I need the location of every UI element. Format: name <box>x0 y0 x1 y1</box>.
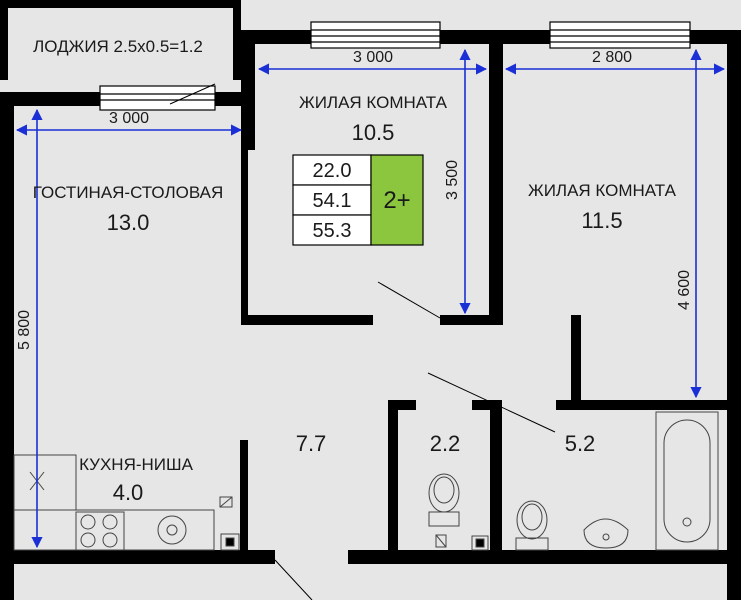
kitchen-area: 4.0 <box>113 480 144 505</box>
bedroom1-window <box>310 21 441 49</box>
summary-cell-living <box>292 154 372 186</box>
bottom-wall-right <box>348 550 741 564</box>
area-summary-box: 22.0 54.1 55.3 2+ <box>292 154 424 246</box>
wc-area: 2.2 <box>430 431 461 456</box>
bedroom2-label: ЖИЛАЯ КОМНАТА <box>528 181 677 200</box>
bedroom1-top-wall-left <box>241 30 311 44</box>
bathroom-area: 5.2 <box>565 431 596 456</box>
living-label: ГОСТИНАЯ-СТОЛОВАЯ <box>33 183 223 202</box>
fixtures <box>13 411 719 551</box>
bedroom1-left-wall-top <box>241 30 255 150</box>
bathroom-door <box>427 372 556 433</box>
stove-icon <box>75 511 125 551</box>
loggia-door <box>169 83 216 105</box>
entrance-door <box>274 559 313 600</box>
dim-label-bedroom2-depth: 4 600 <box>676 270 693 310</box>
bedroom2-window <box>549 21 691 49</box>
summary-cell-total-loggia <box>292 214 372 246</box>
bedroom1-area: 10.5 <box>352 120 395 145</box>
wc-left-wall <box>388 400 398 560</box>
bedroom1-bottom-wall-right <box>440 315 500 325</box>
outer-right-wall <box>727 30 741 600</box>
outer-left-wall <box>0 92 14 600</box>
summary-rooms-cell <box>370 154 424 246</box>
sink-icon <box>157 515 187 545</box>
dim-label-bedroom2-width: 2 800 <box>592 49 632 66</box>
loggia-label: ЛОДЖИЯ 2.5x0.5=1.2 <box>33 37 203 56</box>
living-top-wall-left <box>0 92 100 106</box>
dim-label-bedroom1-width: 3 000 <box>353 49 393 66</box>
living-area: 13.0 <box>107 210 150 235</box>
bath-toilet-icon <box>515 500 549 551</box>
wc-top-wall-left <box>388 400 416 410</box>
wc-meter-icon <box>435 534 447 548</box>
washbasin-icon <box>583 518 629 549</box>
wc-toilet-icon <box>428 473 460 527</box>
summary-living-area: 22.0 <box>313 160 352 182</box>
bedroom1-label: ЖИЛАЯ КОМНАТА <box>299 93 448 112</box>
door-swings <box>169 83 556 600</box>
kitchen-label: КУХНЯ-НИША <box>79 455 194 474</box>
bathtub-icon <box>655 411 719 551</box>
loggia-left-wall <box>0 0 8 80</box>
bedroom1-door <box>377 281 441 319</box>
windows <box>99 21 691 111</box>
summary-total-with-loggia: 55.3 <box>313 220 352 242</box>
dimension-lines <box>15 48 726 549</box>
dim-label-living-width: 3 000 <box>109 110 149 127</box>
boiler-icon <box>219 496 233 508</box>
dim-label-living-depth: 5 800 <box>16 310 33 350</box>
kitchen-right-wall <box>240 440 248 560</box>
bedroom2-area: 11.5 <box>581 208 622 233</box>
living-window <box>99 85 216 111</box>
summary-rooms-count: 2+ <box>383 187 410 214</box>
wc-riser-icon <box>471 535 489 551</box>
loggia-right-wall <box>233 0 241 80</box>
bedroom1-bottom-wall-left <box>241 315 373 325</box>
bedroom2-corridor-wall <box>571 315 581 410</box>
hall-area: 7.7 <box>296 431 327 456</box>
living-bedroom-partition <box>241 150 248 325</box>
bottom-wall-left <box>0 550 275 564</box>
summary-total-area: 54.1 <box>313 190 352 212</box>
wc-top-wall-right <box>472 400 502 410</box>
riser-icon <box>220 533 240 551</box>
loggia-top-wall <box>0 0 241 8</box>
wc-bath-partition <box>490 400 502 560</box>
bedroom2-bottom-wall <box>556 400 727 410</box>
dim-label-bedroom1-depth: 3 500 <box>444 160 461 200</box>
bedroom-partition <box>489 30 503 325</box>
